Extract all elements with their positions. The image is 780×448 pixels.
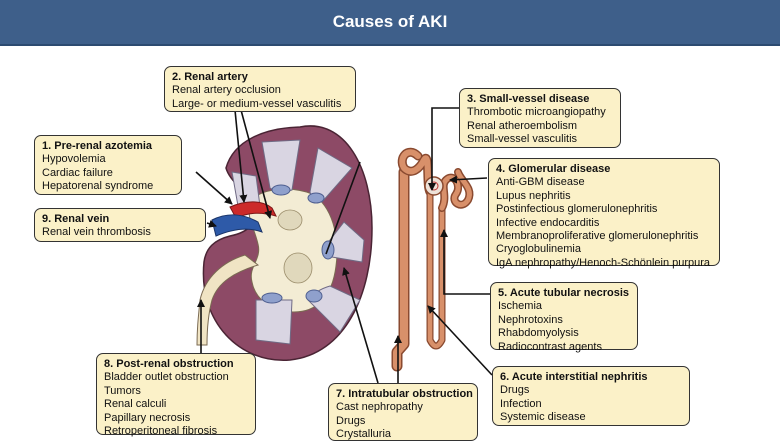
box-item: Bladder outlet obstruction: [104, 371, 229, 384]
box-renal-artery: 2. Renal artery Renal artery occlusion L…: [164, 66, 356, 112]
box-item: Cast nephropathy: [336, 401, 423, 414]
box-glomerular-disease: 4. Glomerular disease Anti-GBM disease L…: [488, 158, 720, 269]
box-item: Retroperitoneal fibrosis: [104, 425, 218, 438]
box-item: Systemic disease: [500, 411, 586, 424]
box-item: Renal artery occlusion: [172, 84, 281, 97]
box-item: Infection: [500, 397, 542, 410]
box-post-renal-obstruction: 8. Post-renal obstruction Bladder outlet…: [96, 353, 256, 438]
box-item: Rhabdomyolysis: [498, 327, 579, 340]
box-item: Drugs: [500, 384, 530, 397]
box-item: Lupus nephritis: [496, 189, 571, 202]
ureter: [196, 254, 260, 346]
box-item: Cardiac failure: [42, 166, 113, 179]
box-item: Renal vein thrombosis: [42, 226, 151, 239]
kidney-diagram: [195, 107, 493, 384]
header-bar: Causes of AKI: [0, 0, 780, 46]
box-item: Cryoglobulinemia: [496, 243, 581, 256]
box-item: Postinfectious glomerulonephritis: [496, 203, 658, 216]
box-item: Hepatorenal syndrome: [42, 180, 154, 193]
medullary-pyramids: [231, 139, 365, 345]
box-item: Tumors: [104, 384, 141, 397]
box-title: 3. Small-vessel disease: [467, 93, 590, 105]
box-item: Crystalluria: [336, 428, 392, 441]
box-item: Thrombotic microangiopathy: [467, 106, 606, 119]
box-pre-renal-azotemia: 1. Pre-renal azotemia Hypovolemia Cardia…: [34, 135, 182, 195]
box-title: 4. Glomerular disease: [496, 163, 611, 175]
box-item: Renal calculi: [104, 398, 167, 411]
box-item: Renal atheroembolism: [467, 119, 578, 132]
box-item: Radiocontrast agents: [498, 340, 602, 353]
box-title: 9. Renal vein: [42, 213, 110, 225]
box-item: Infective endocarditis: [496, 216, 600, 229]
box-item: Ischemia: [498, 300, 543, 313]
glomerulus: [424, 176, 444, 196]
box-item: Small-vessel vasculitis: [467, 133, 578, 146]
papillae: [261, 184, 335, 304]
box-acute-tubular-necrosis: 5. Acute tubular necrosis Ischemia Nephr…: [490, 282, 638, 353]
box-title: 7. Intratubular obstruction: [336, 388, 473, 400]
leader-lines: [195, 107, 493, 384]
box-title: 6. Acute interstitial nephritis: [500, 371, 648, 383]
box-title: 1. Pre-renal azotemia: [42, 140, 153, 152]
box-item: Hypovolemia: [42, 153, 106, 166]
box-item: Nephrotoxins: [498, 313, 563, 326]
box-item: Anti-GBM disease: [496, 176, 585, 189]
sinus-fat: [277, 209, 313, 284]
page-title: Causes of AKI: [332, 12, 448, 31]
box-renal-vein: 9. Renal vein Renal vein thrombosis: [34, 208, 206, 242]
box-small-vessel-disease: 3. Small-vessel disease Thrombotic micro…: [459, 88, 621, 148]
box-intratubular-obstruction: 7. Intratubular obstruction Cast nephrop…: [328, 383, 478, 441]
box-item: Large- or medium-vessel vasculitis: [172, 97, 342, 110]
box-item: Papillary necrosis: [104, 411, 191, 424]
box-title: 2. Renal artery: [172, 71, 248, 83]
box-item: Membranoproliferative glomerulonephritis: [496, 230, 699, 243]
box-item: IgA nephropathy/Henoch-Schönlein purpura: [496, 256, 711, 269]
box-acute-interstitial-nephritis: 6. Acute interstitial nephritis Drugs In…: [492, 366, 690, 426]
box-title: 8. Post-renal obstruction: [104, 358, 234, 370]
box-item: Drugs: [336, 414, 366, 427]
box-title: 5. Acute tubular necrosis: [498, 287, 630, 299]
renal-vein-shape: [211, 214, 263, 237]
